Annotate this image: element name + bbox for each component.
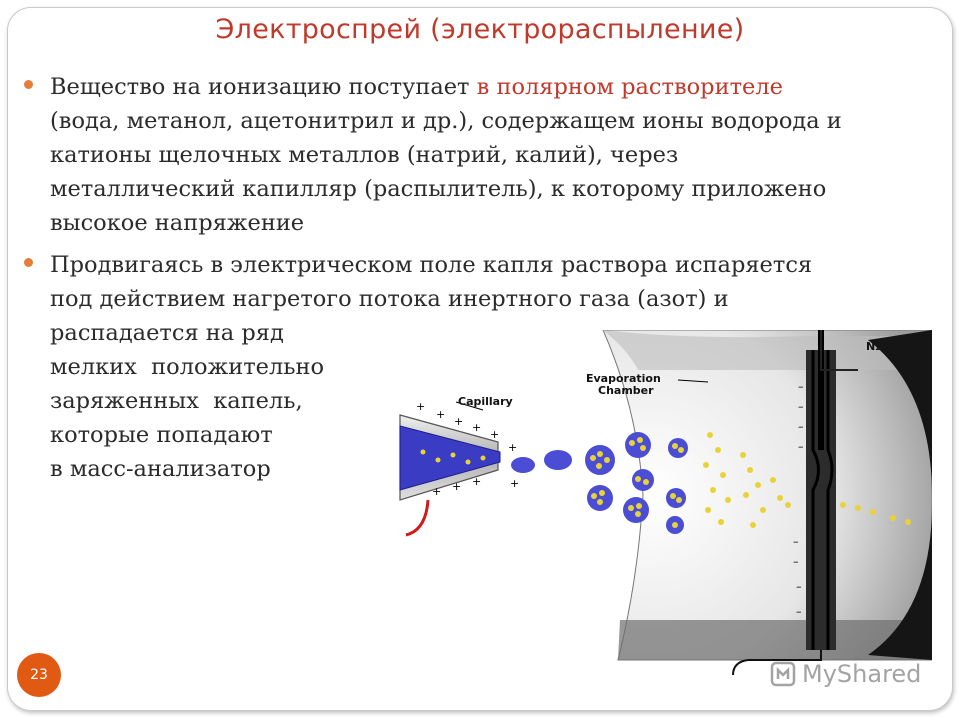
bullet-dot — [24, 258, 33, 267]
charge-signs: + + + + + + + + + + – – – – – – – – — [416, 380, 804, 618]
svg-text:–: – — [798, 420, 804, 433]
svg-text:–: – — [796, 580, 802, 593]
bullet-2: Продвигаясь в электрическом поле капля р… — [24, 248, 940, 486]
chamber-label: Chamber — [598, 384, 654, 397]
evaporation-chamber — [602, 330, 932, 661]
slide-body: Вещество на ионизацию поступает в полярн… — [24, 70, 940, 486]
svg-text:+: + — [436, 408, 445, 421]
slide-title: Электроспрей (электрораспыление) — [215, 14, 745, 45]
bullet-1-line-2: (вода, метанол, ацетонитрил и др.), соде… — [50, 108, 842, 134]
myshared-logo-icon — [770, 661, 796, 687]
bullet-2-line-3: распадается на ряд — [50, 320, 284, 346]
bullet-2-line-6: которые попадают — [50, 422, 273, 448]
highlight-polar-solvent: в полярном растворителе — [476, 74, 783, 100]
svg-text:–: – — [793, 535, 799, 548]
svg-text:+: + — [432, 485, 441, 498]
bullet-1-line-5: высокое напряжение — [50, 210, 305, 236]
svg-text:–: – — [798, 380, 804, 393]
bullet-2-line-7: в масс-анализатор — [50, 456, 271, 482]
capillary — [399, 414, 501, 537]
svg-text:+: + — [508, 441, 517, 454]
bullet-2-line-2: под действием нагретого потока инертного… — [50, 286, 729, 312]
svg-text:+: + — [416, 400, 425, 413]
bullet-1-line-3: катионы щелочных металлов (натрий, калий… — [50, 142, 679, 168]
svg-text:+: + — [454, 415, 463, 428]
bullet-dot — [24, 80, 33, 89]
svg-text:+: + — [452, 480, 461, 493]
bullet-1-text: Вещество на ионизацию поступает — [50, 74, 477, 100]
bullet-2-line-4: мелких положительно — [50, 354, 325, 380]
svg-text:–: – — [793, 555, 799, 568]
bullet-1-line-4: металлический капилляр (распылитель), к … — [50, 176, 827, 202]
capillary-label: Capillary — [458, 395, 513, 408]
svg-text:+: + — [490, 428, 499, 441]
nitrogen-label: N₂ — [866, 340, 880, 353]
page-number-badge: 23 — [17, 653, 61, 697]
watermark-text: MyShared — [802, 660, 922, 688]
myshared-watermark: MyShared — [770, 657, 930, 691]
svg-text:–: – — [796, 605, 802, 618]
svg-text:+: + — [472, 421, 481, 434]
evaporation-label: Evaporation — [586, 372, 661, 385]
svg-text:+: + — [472, 475, 481, 488]
bullet-2-line-1: Продвигаясь в электрическом поле капля р… — [50, 252, 813, 278]
svg-text:–: – — [798, 440, 804, 453]
electrospray-diagram: + + + + + + + + + + – – – – – – – – Capillary Evaporat… — [399, 330, 932, 675]
bullet-1: Вещество на ионизацию поступает в полярн… — [24, 70, 940, 240]
spray-droplets — [420, 432, 911, 534]
bullet-1-line-1: Вещество на ионизацию поступает в полярн… — [50, 70, 940, 104]
svg-text:–: – — [798, 400, 804, 413]
bullet-2-line-5: заряженных капель, — [50, 388, 303, 414]
svg-text:+: + — [510, 477, 519, 490]
